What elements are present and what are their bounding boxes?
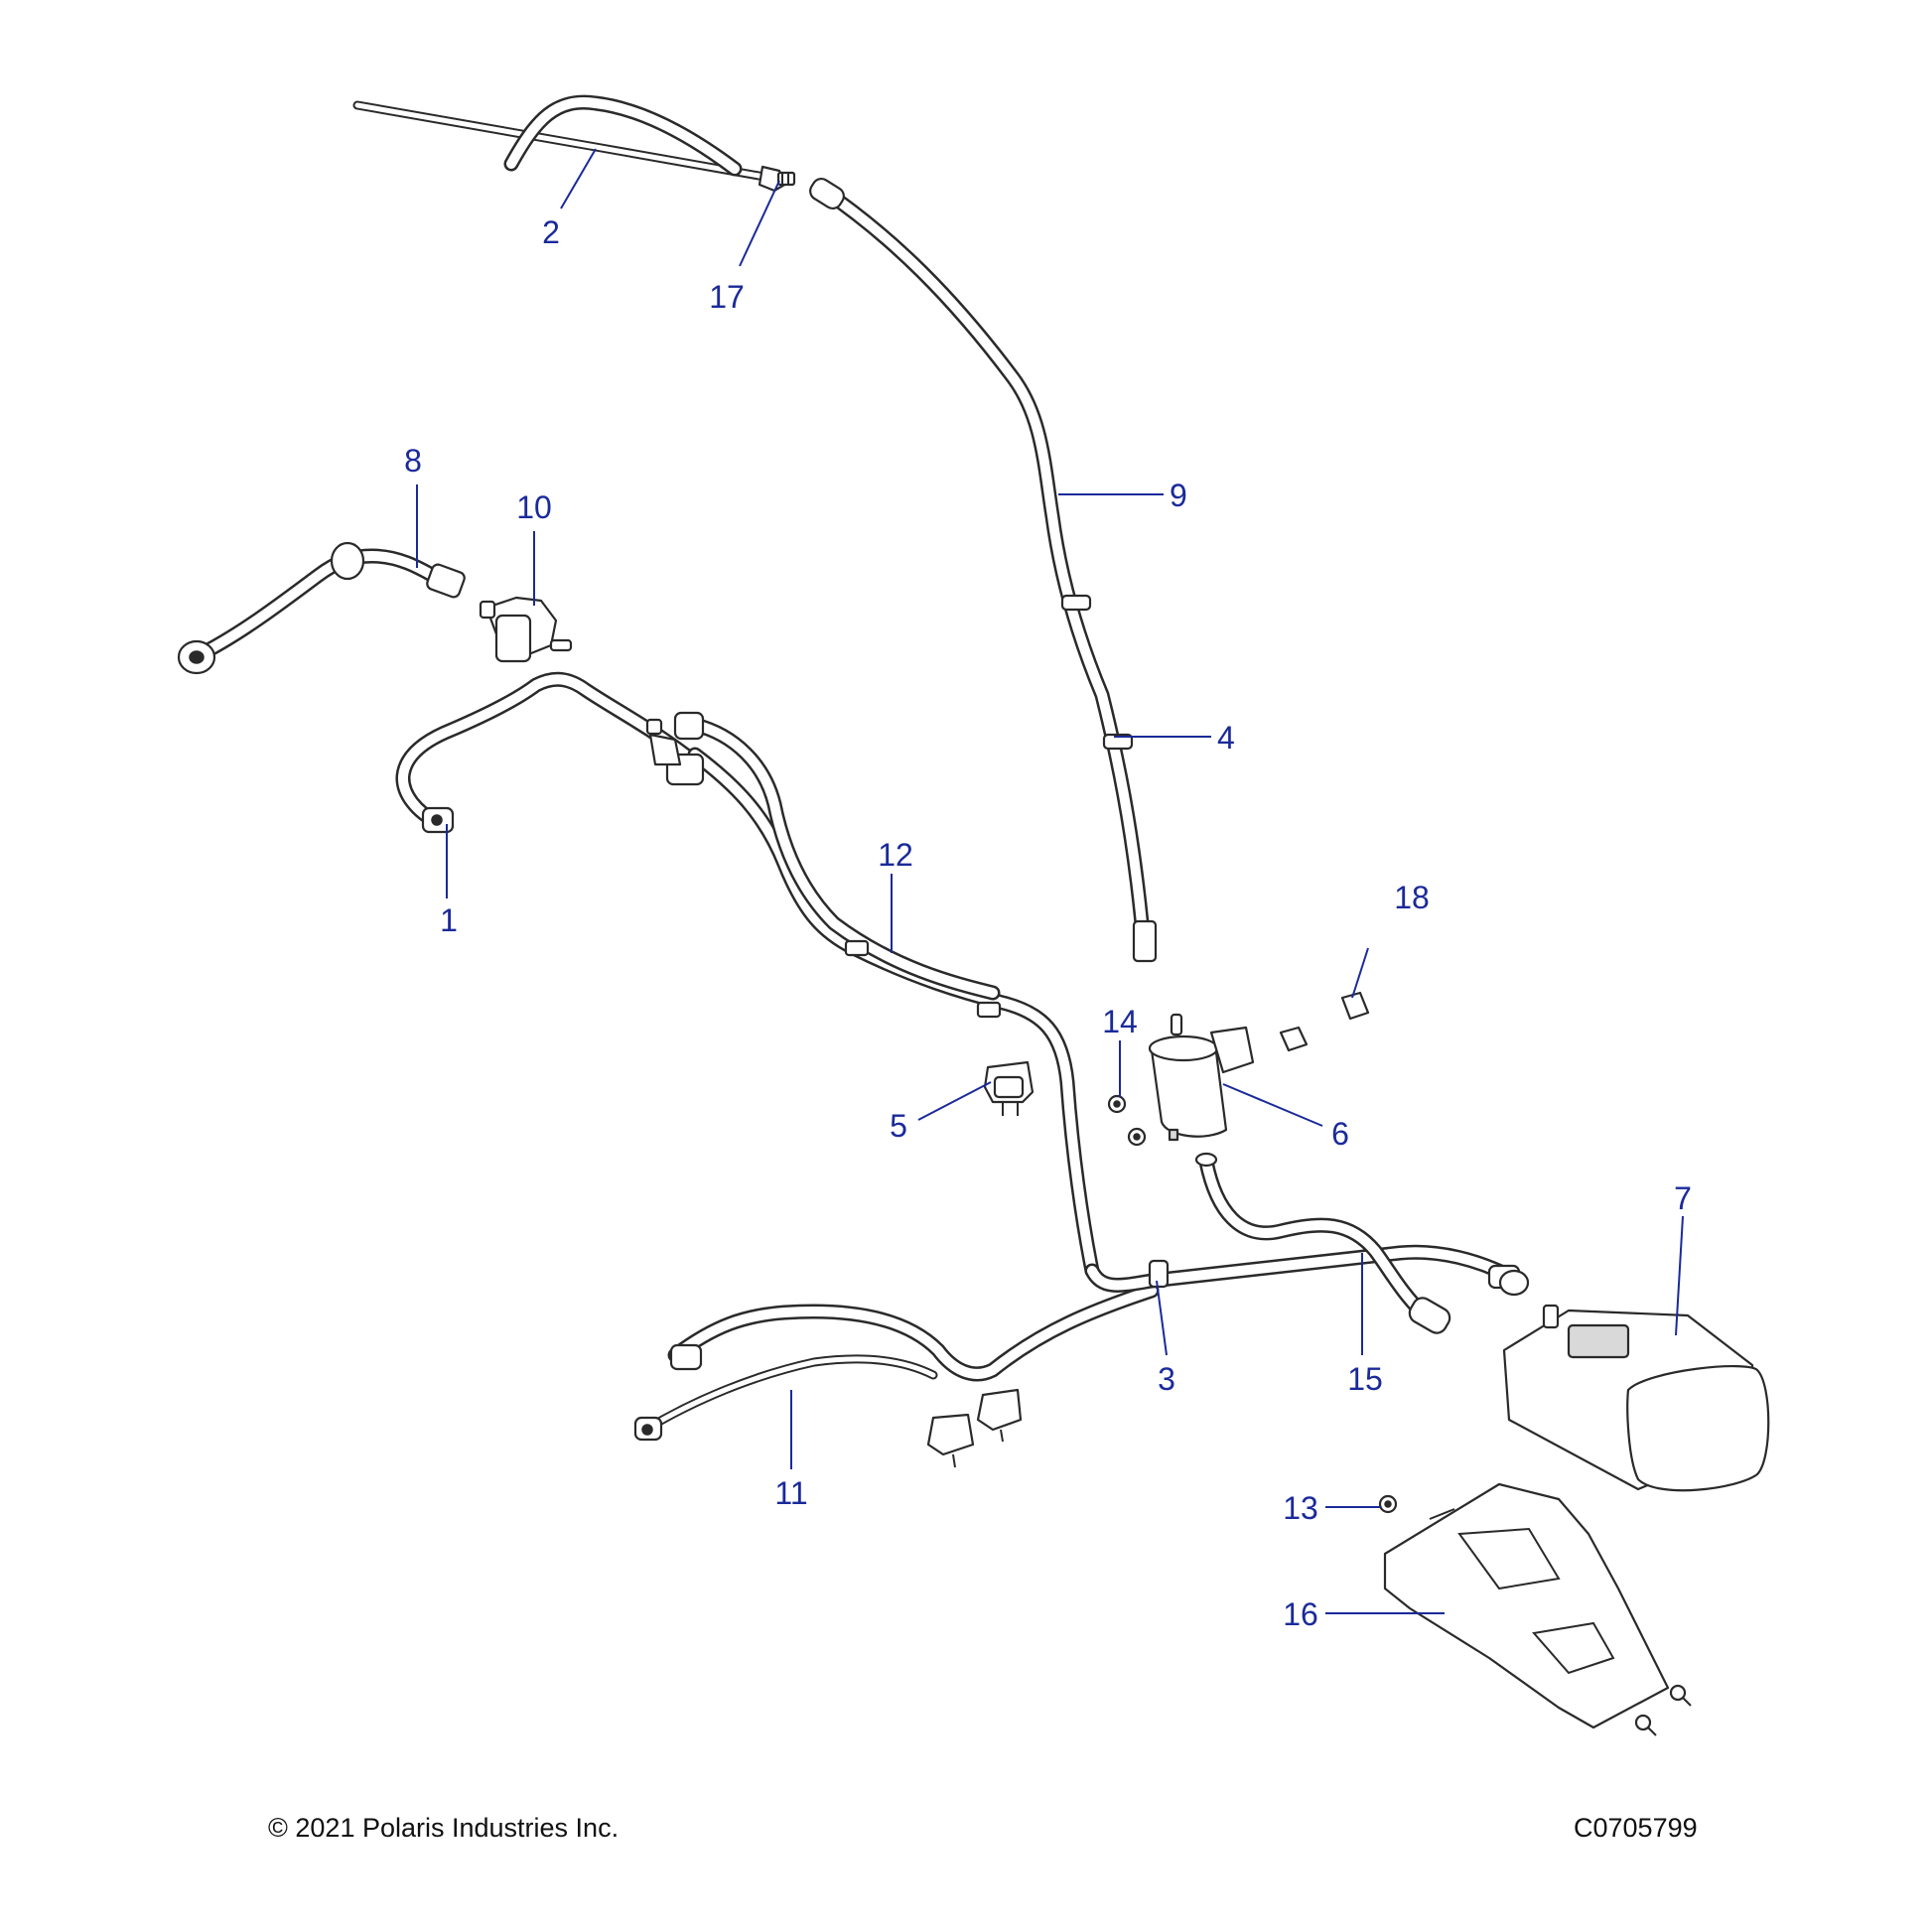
callout-1: 1 [440, 902, 458, 938]
part-6-filter [1148, 1013, 1255, 1142]
part-13-bolt [1378, 1494, 1398, 1514]
callout-6: 6 [1331, 1116, 1349, 1152]
part-10-valve [479, 596, 573, 663]
figure-id: C0705799 [1574, 1813, 1698, 1843]
part-2-vent-line [352, 94, 788, 193]
part-14-pins [1107, 1094, 1147, 1147]
callout-14: 14 [1102, 1004, 1138, 1039]
callout-18: 18 [1394, 880, 1430, 915]
copyright-text: © 2021 Polaris Industries Inc. [268, 1813, 620, 1843]
callout-7: 7 [1674, 1180, 1692, 1216]
callout-8: 8 [404, 443, 422, 479]
callout-2: 2 [542, 214, 560, 250]
callout-5: 5 [890, 1108, 907, 1144]
callout-4: 4 [1217, 720, 1235, 756]
part-3-line [1084, 1244, 1530, 1297]
leader-lines [416, 148, 1684, 1614]
part-7-canister [1502, 1304, 1770, 1492]
callout-9: 9 [1170, 478, 1187, 513]
part-8-line [177, 541, 466, 675]
callout-12: 12 [878, 837, 913, 873]
callout-labels: 2 17 8 10 9 4 1 12 18 14 5 6 7 3 15 11 1… [404, 214, 1692, 1632]
part-15-hose [1194, 1152, 1451, 1334]
loose-clips [926, 1388, 1023, 1468]
part-16-bracket [1383, 1482, 1670, 1729]
part-1-line [395, 671, 693, 834]
callout-11: 11 [774, 1475, 807, 1511]
part-12-line [645, 711, 1100, 1279]
bracket-screws [1634, 1684, 1692, 1736]
part-9-vent-hose [809, 177, 1158, 963]
callout-15: 15 [1347, 1361, 1383, 1397]
callout-3: 3 [1158, 1361, 1175, 1397]
part-11-lines [633, 1283, 1160, 1442]
part-18-grommet [1279, 991, 1370, 1052]
callout-13: 13 [1283, 1490, 1318, 1526]
part-5-clip [983, 1060, 1035, 1116]
callout-10: 10 [516, 489, 552, 525]
callout-16: 16 [1283, 1596, 1318, 1632]
part-17-fitting [776, 171, 796, 187]
part-4-clamps [1060, 594, 1134, 751]
callout-17: 17 [709, 279, 745, 315]
